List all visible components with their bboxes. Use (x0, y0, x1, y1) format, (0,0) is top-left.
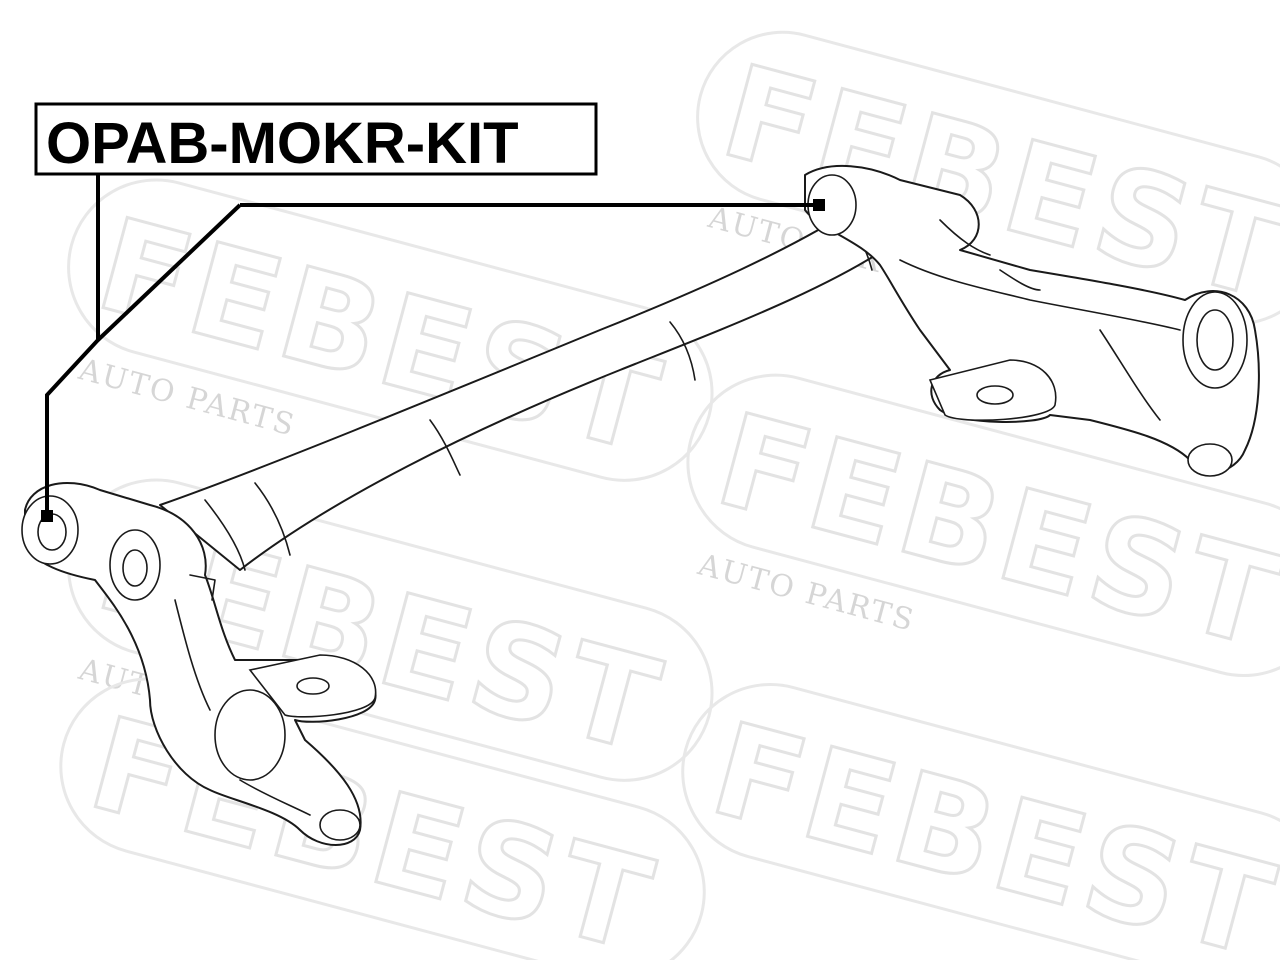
watermark-oval (59, 677, 706, 960)
leader-end-marker-left (41, 510, 53, 522)
callout-leaders (41, 175, 825, 522)
right-lower-eye (1187, 443, 1233, 477)
leader-line-right-diagonal (96, 203, 242, 342)
right-arm-detail (899, 259, 1181, 331)
left-arm-detail (189, 574, 216, 601)
left-bushing-housing (214, 689, 286, 781)
watermark-oval (67, 178, 714, 482)
right-mount-hole (976, 385, 1014, 405)
tube-band (254, 482, 291, 556)
right-arm-detail (999, 269, 1041, 291)
rear-axle-beam (21, 165, 1260, 846)
watermark-oval (681, 683, 1280, 960)
watermark-6: FEBEST (681, 683, 1280, 960)
leader-end-marker-right (813, 199, 825, 211)
left-mount-hole (296, 677, 330, 695)
left-arm-detail (239, 779, 311, 816)
right-trailing-arm (804, 165, 1260, 474)
tube-band (204, 499, 246, 571)
watermark-oval (686, 373, 1280, 678)
left-lower-eye (319, 809, 361, 841)
part-number-text: OPAB-MOKR-KIT (46, 111, 519, 176)
part-label-box (34, 102, 598, 176)
part-label: OPAB-MOKR-KIT (34, 102, 598, 176)
left-arm-detail (174, 599, 211, 711)
left-pivot-inner (122, 549, 148, 587)
tube-band (669, 321, 696, 381)
tube-band (429, 419, 461, 476)
leader-line-left (45, 175, 100, 515)
right-bushing-inner (1196, 309, 1234, 371)
right-arm-detail (939, 219, 991, 256)
right-arm-detail (1099, 329, 1161, 421)
